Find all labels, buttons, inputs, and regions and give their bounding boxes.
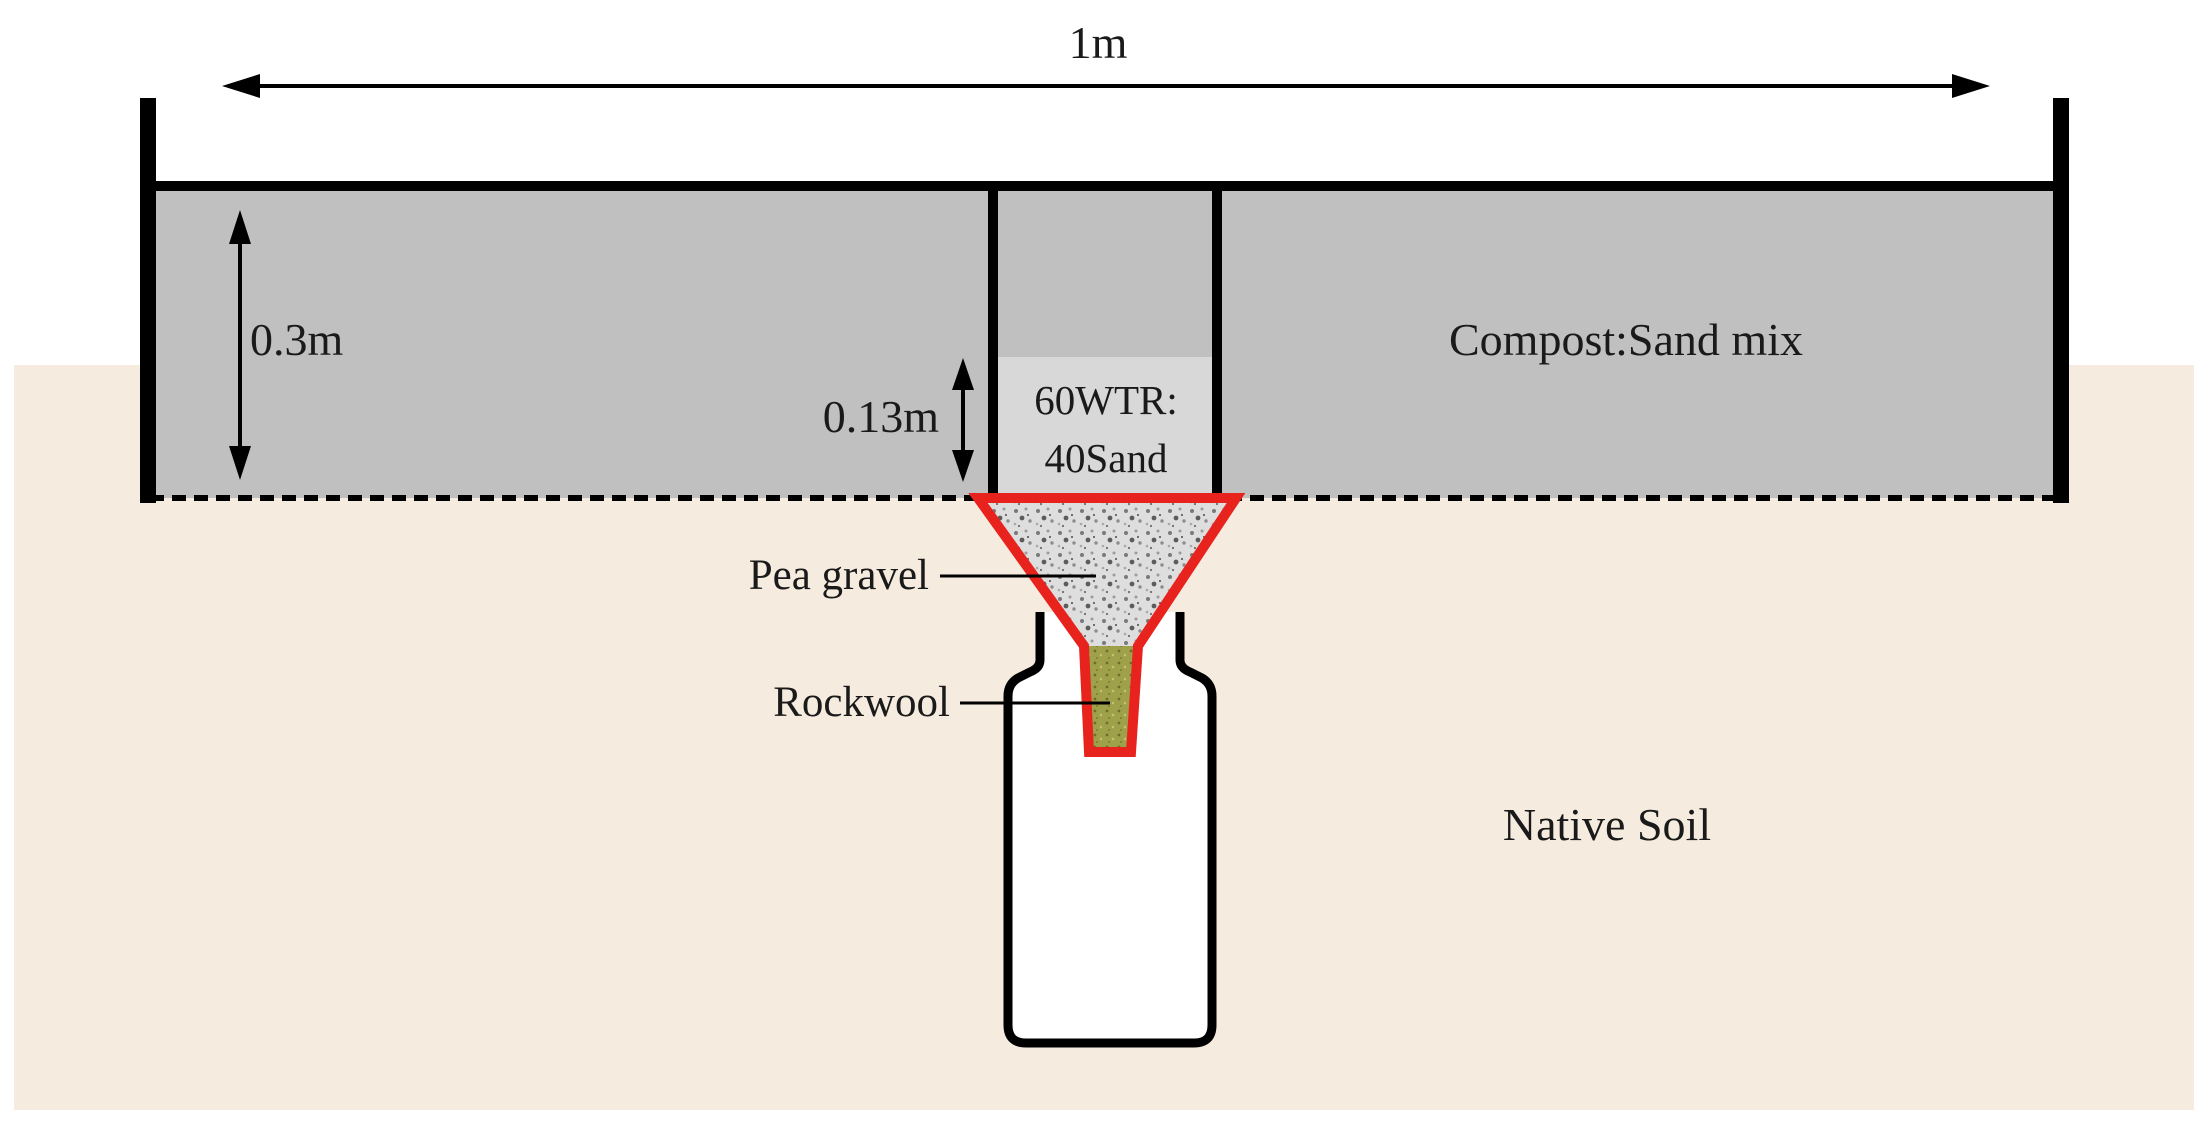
media-label-line2: 40Sand: [1045, 435, 1168, 481]
top-frame: [148, 181, 2060, 191]
right-wall-post: [2053, 98, 2069, 503]
chamber-right-wall: [1212, 186, 1222, 498]
width-dimension-arrow: [222, 74, 1990, 98]
center-chamber-upper: [994, 187, 1216, 357]
native-soil-label: Native Soil: [1503, 799, 1711, 850]
funnel-outline: [968, 493, 1246, 757]
pea-gravel-label: Pea gravel: [749, 552, 929, 599]
rockwool-label: Rockwool: [773, 679, 950, 726]
wtr-sand-media: [994, 357, 1216, 498]
width-dimension-label: 1m: [1069, 17, 1128, 68]
chamber-left-wall: [988, 186, 998, 498]
insert-depth-dimension-label: 0.13m: [823, 391, 940, 442]
insert-depth-dimension-arrow: [952, 358, 974, 482]
media-label-line1: 60WTR:: [1034, 377, 1177, 423]
compost-mix-label: Compost:Sand mix: [1449, 314, 1803, 365]
pea-gravel-funnel: [978, 498, 1236, 646]
collection-bottle: [1003, 612, 1217, 1048]
left-wall-post: [140, 98, 156, 503]
depth-dimension-label: 0.3m: [250, 314, 344, 365]
depth-dimension-arrow: [229, 210, 251, 480]
rockwool-plug: [1084, 646, 1138, 752]
